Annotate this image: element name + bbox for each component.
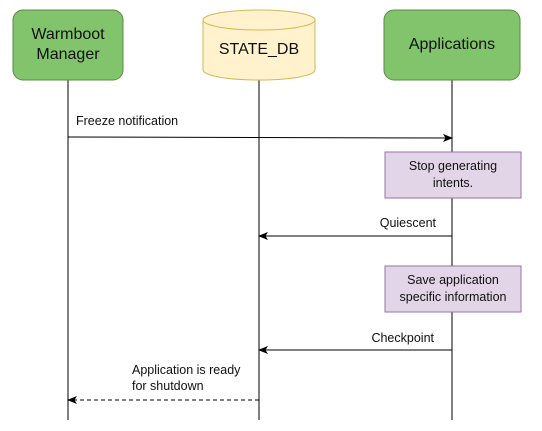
participant-apps-box [383, 9, 521, 81]
message-freeze-label: Freeze notification [76, 114, 179, 128]
message-ready-label-line1: Application is ready [132, 363, 241, 377]
note-stop-box [384, 151, 522, 199]
message-ready-label-line2: for shutdown [132, 379, 204, 393]
message-checkpoint-label: Checkpoint [371, 331, 434, 345]
note-save-box [384, 265, 522, 313]
message-freeze-arrow [67, 133, 453, 142]
participant-statedb-cylinder [202, 9, 316, 81]
participant-warmboot-box [12, 9, 124, 81]
message-quiescent-label: Quiescent [379, 216, 436, 230]
message-ready-label: Application is ready for shutdown [132, 362, 240, 394]
